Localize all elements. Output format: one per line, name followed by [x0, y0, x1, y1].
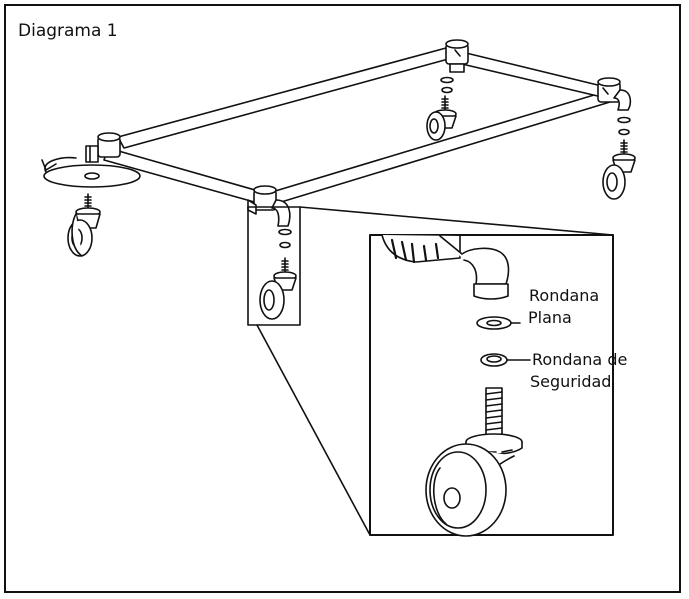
- zoom-line-top: [299, 206, 614, 236]
- flat-washer-label-2: Plana: [528, 308, 572, 327]
- flat-washer-label-1: Rondana: [529, 286, 600, 305]
- rotate-arrow-icon: [41, 156, 141, 188]
- lock-washer-label-2: Seguridad: [530, 372, 612, 391]
- caster-wheel-icon: [67, 193, 101, 257]
- caster-wheel-icon: [426, 95, 457, 141]
- washer-stack-front: [278, 228, 292, 249]
- detail-highlight-box: [247, 206, 301, 326]
- corner-fitting-left: [85, 132, 121, 163]
- detail-inset: [369, 234, 614, 537]
- lock-washer-label-1: Rondana de: [532, 350, 628, 369]
- zoom-line-bottom: [256, 324, 371, 536]
- corner-fitting-right: [597, 77, 632, 111]
- pipe-frame: [103, 47, 611, 207]
- caster-wheel-icon: [602, 139, 636, 200]
- corner-fitting-back: [445, 39, 469, 73]
- washer-stack-right: [617, 116, 631, 136]
- caster-wheel-icon: [259, 257, 297, 320]
- diagram-frame: [4, 4, 681, 593]
- washer-stack-back: [440, 76, 454, 94]
- diagram-title: Diagrama 1: [18, 21, 118, 41]
